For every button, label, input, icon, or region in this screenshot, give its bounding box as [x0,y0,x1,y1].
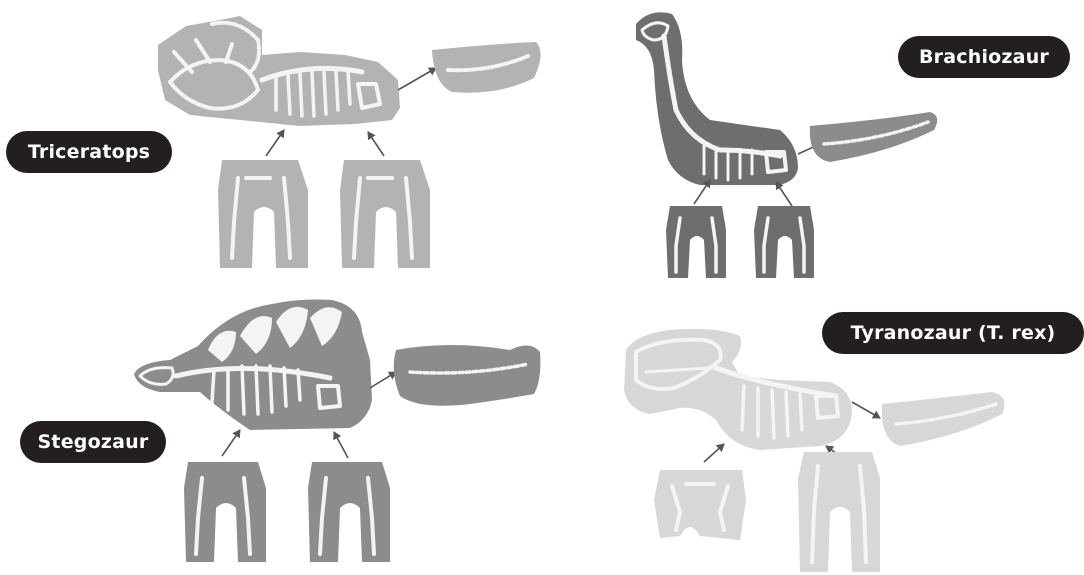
brachio-front-leg [666,206,726,278]
stego-leg-connector-front [222,430,240,456]
triceratops-group [158,16,541,268]
trex-arms [654,470,746,540]
trex-tail [882,392,1005,446]
brachio-leg-connector-rear [776,182,792,206]
label-triceratops: Triceratops [6,131,172,173]
trex-leg-connector-front [704,444,724,462]
triceratops-leg-connector-front [266,130,284,156]
trex-group [624,329,1004,572]
label-tyranozaur: Tyranozaur (T. rex) [822,312,1084,354]
stego-front-leg [184,462,266,562]
stego-group [134,300,540,563]
stego-leg-connector-rear [334,432,348,458]
trex-leg [798,452,880,572]
label-brachiozaur: Brachiozaur [898,36,1070,78]
brachio-group [636,12,937,278]
trex-tail-connector [852,402,880,418]
triceratops-leg-connector-rear [368,132,384,156]
brachio-rear-leg [754,206,814,278]
label-stegozaur: Stegozaur [20,421,166,463]
triceratops-rear-leg [340,160,430,268]
stego-tail-connector [370,372,396,388]
stego-rear-leg [308,462,390,562]
stego-tail [394,345,541,406]
triceratops-front-leg [218,160,308,268]
triceratops-tail-connector [398,68,436,90]
